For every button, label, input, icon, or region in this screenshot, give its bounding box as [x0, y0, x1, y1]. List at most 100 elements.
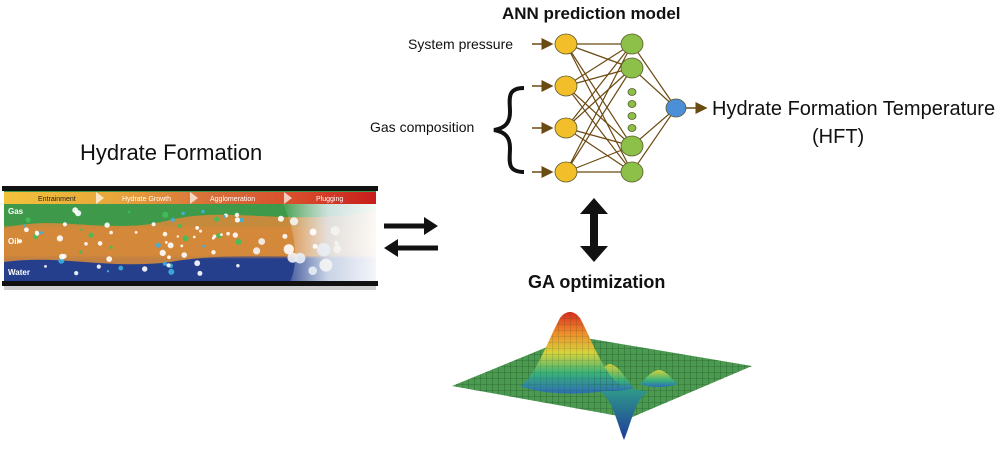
hydrate-particle — [202, 244, 206, 248]
hydrate-particle — [72, 207, 79, 214]
hydrate-particle — [201, 209, 205, 214]
hydrate-particle — [162, 231, 168, 237]
hydrate-particle — [309, 228, 317, 236]
hydrate-particle — [333, 245, 342, 253]
hydrate-particle — [211, 236, 215, 240]
hydrate-particle — [170, 217, 175, 223]
ga-optimization-title: GA optimization — [528, 272, 666, 292]
hydrate-particle — [334, 240, 339, 246]
hydrate-particle — [214, 216, 220, 222]
hydrate-particle — [24, 227, 29, 233]
hydrate-particle — [84, 242, 88, 246]
ga-surface-plot — [452, 312, 752, 440]
hydrate-particle — [194, 260, 201, 267]
hydrate-particle — [180, 244, 184, 248]
ann-connections — [565, 43, 677, 173]
hydrate-particle — [168, 268, 175, 275]
exchange-arrows — [384, 217, 438, 257]
ann-hidden-ellipsis-dot — [627, 112, 637, 120]
hydrate-particle — [181, 252, 187, 258]
ann-hidden-ellipsis-dot — [627, 88, 637, 96]
hydrate-particle — [106, 270, 110, 273]
hydrate-particle — [39, 231, 43, 235]
hydrate-particle — [25, 217, 31, 223]
hydrate-particle — [195, 226, 200, 230]
hydrate-particle — [109, 246, 113, 249]
stage-hydrate-growth: Hydrate Growth — [122, 196, 171, 203]
hydrate-particle — [151, 222, 156, 227]
hydrate-formation-title: Hydrate Formation — [80, 140, 263, 165]
ann-connection — [565, 145, 633, 173]
hydrate-particle — [166, 263, 171, 268]
gas-composition-label: Gas composition — [370, 119, 475, 135]
hydrate-particle — [294, 252, 306, 264]
ann-connection — [631, 107, 677, 173]
hydrate-particle — [17, 239, 23, 244]
ann-connection — [565, 43, 633, 87]
hydrate-particle — [56, 235, 64, 242]
ann-connection — [565, 85, 633, 173]
ann-input-node — [554, 33, 578, 55]
ann-input-node — [554, 161, 578, 183]
hydrate-particle — [162, 211, 169, 218]
hydrate-pipe — [2, 186, 378, 290]
hydrate-particle — [106, 256, 113, 262]
ann-connection — [565, 67, 633, 129]
hydrate-particle — [104, 222, 110, 228]
hydrate-particle — [96, 264, 101, 269]
ann-connection — [565, 67, 633, 173]
ann-output-node — [665, 98, 687, 118]
stage-plugging: Plugging — [316, 196, 343, 203]
hydrate-particle — [109, 230, 113, 235]
hydrate-particle — [220, 233, 223, 237]
hydrate-particle — [88, 232, 94, 238]
pipe-wall-bottom — [2, 281, 378, 286]
hydrate-particle — [319, 258, 333, 272]
layer-gas-label: Gas — [8, 207, 24, 216]
hydrate-particle — [176, 235, 179, 238]
hydrate-particle — [312, 243, 318, 249]
hydrate-particle — [234, 212, 240, 218]
hydrate-particle — [236, 264, 240, 268]
hydrate-particle — [330, 226, 340, 236]
ann-ga-arrow — [580, 198, 608, 262]
hydrate-particle — [253, 247, 261, 255]
hydrate-particle — [178, 224, 182, 228]
ann-connection — [565, 127, 633, 173]
ann-connection — [565, 67, 633, 87]
hydrate-particle — [164, 241, 168, 244]
hydrate-particle — [167, 242, 174, 249]
surface-valley — [600, 389, 648, 440]
ann-connection — [565, 85, 633, 147]
ann-input-node — [554, 75, 578, 97]
hft-output-abbrev: (HFT) — [812, 126, 865, 148]
hydrate-particle — [289, 217, 299, 226]
ann-connection — [565, 43, 633, 69]
hydrate-particle — [44, 265, 47, 268]
stage-entrainment: Entrainment — [38, 196, 76, 203]
ann-nodes — [554, 33, 687, 183]
ann-hidden-node — [620, 57, 644, 79]
gas-composition-brace — [493, 86, 525, 174]
layer-water-label: Water — [8, 268, 30, 277]
ann-connection — [631, 43, 677, 109]
ann-hidden-node — [620, 161, 644, 183]
hydrate-particle — [282, 233, 288, 239]
ann-hidden-node — [620, 33, 644, 55]
hydrate-particle — [235, 238, 242, 245]
ann-input-arrows — [532, 38, 708, 178]
hydrate-particle — [192, 235, 196, 239]
hydrate-particle — [155, 242, 161, 248]
ann-connection — [565, 43, 633, 147]
ann-model-title: ANN prediction model — [502, 4, 681, 23]
hydrate-particle — [23, 224, 26, 228]
hydrate-particle — [239, 217, 244, 223]
hydrate-particle — [97, 241, 103, 246]
hydrate-particle — [181, 211, 185, 216]
system-pressure-label: System pressure — [408, 36, 514, 52]
hydrate-particle — [79, 250, 83, 254]
hydrate-particle — [283, 244, 294, 255]
hydrate-particle — [234, 217, 240, 223]
hydrate-particle — [162, 261, 167, 266]
